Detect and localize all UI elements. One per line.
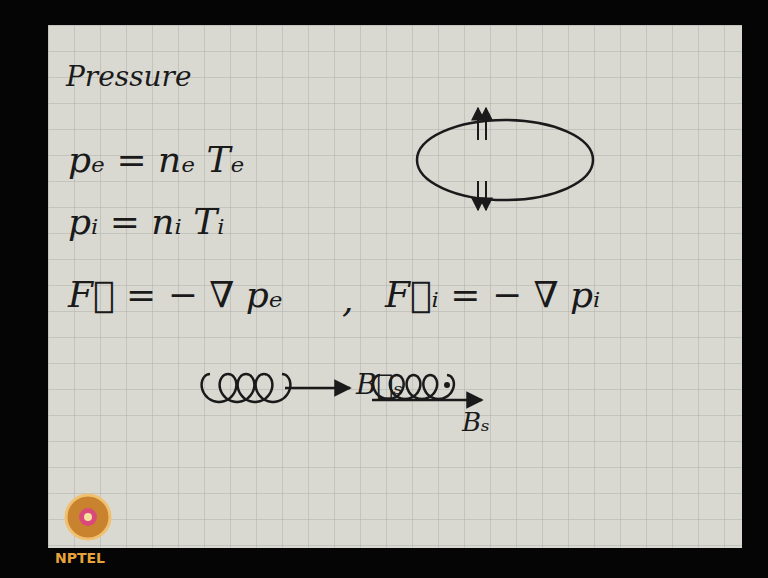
equation: F⃗ᵢ = − ∇ pᵢ bbox=[385, 275, 600, 315]
particle-dot bbox=[444, 382, 450, 388]
field-label: B⃗ₛ bbox=[356, 370, 403, 401]
equation: F⃗ = − ∇ pₑ bbox=[68, 275, 283, 315]
heading: Pressure bbox=[66, 62, 192, 93]
down-arrow bbox=[477, 181, 479, 210]
paper bbox=[48, 25, 742, 548]
separator: , bbox=[342, 280, 353, 320]
field-label: Bₛ bbox=[462, 408, 490, 437]
up-arrow bbox=[477, 108, 479, 140]
equation: pᵢ = nᵢ Tᵢ bbox=[68, 202, 224, 242]
down-arrow bbox=[485, 181, 487, 210]
orbit-ellipse bbox=[417, 120, 593, 200]
grid bbox=[48, 25, 742, 548]
nptel-logo bbox=[66, 495, 110, 539]
equation: pₑ = nₑ Tₑ bbox=[68, 140, 245, 180]
field-arrow bbox=[285, 387, 350, 390]
up-arrow bbox=[485, 108, 487, 140]
logo-text: NPTEL bbox=[55, 551, 105, 566]
helix-coil bbox=[202, 374, 291, 402]
